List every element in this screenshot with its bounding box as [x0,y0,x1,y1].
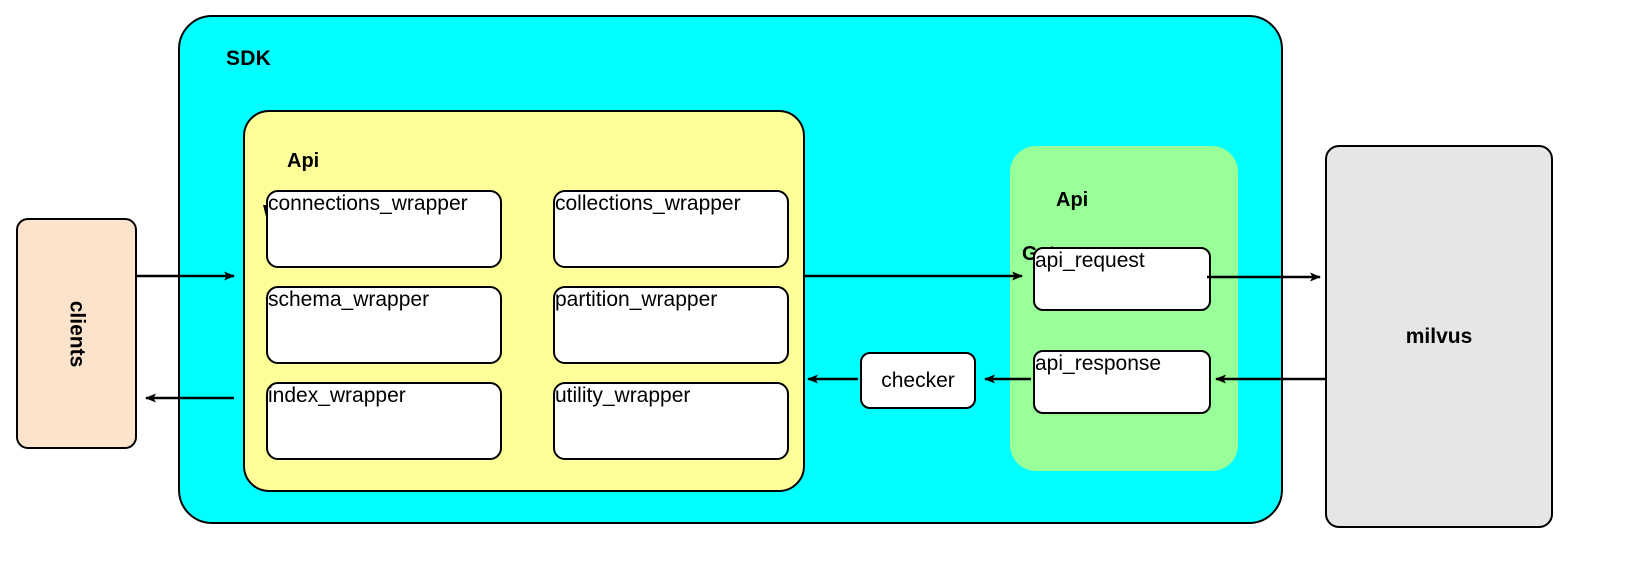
api-gateway-label-line1: Api [1056,189,1089,211]
module-card-collections-wrapper[interactable]: collections_wrapper [553,190,789,268]
api-wrapper-label-line1: Api [287,150,320,172]
module-card-schema-wrapper[interactable]: schema_wrapper [266,286,502,364]
module-card-partition-wrapper[interactable]: partition_wrapper [553,286,789,364]
checker-node[interactable]: checker [860,352,976,409]
sdk-label: SDK [226,47,271,70]
module-label: collections_wrapper [555,192,741,215]
milvus-node[interactable]: milvus [1325,145,1553,528]
api-request-label: api_request [1035,249,1145,272]
milvus-label: milvus [1405,324,1473,348]
module-label: connections_wrapper [268,192,468,215]
module-label: index_wrapper [268,384,406,407]
module-card-index-wrapper[interactable]: index_wrapper [266,382,502,460]
module-label: utility_wrapper [555,384,691,407]
checker-label: checker [881,368,955,392]
clients-node[interactable]: clients [16,218,137,449]
clients-label: clients [65,300,89,367]
api-response-node[interactable]: api_response [1033,350,1211,414]
module-card-utility-wrapper[interactable]: utility_wrapper [553,382,789,460]
api-response-label: api_response [1035,352,1162,375]
module-label: partition_wrapper [555,288,718,311]
module-label: schema_wrapper [268,288,430,311]
module-card-connections-wrapper[interactable]: connections_wrapper [266,190,502,268]
api-request-node[interactable]: api_request [1033,247,1211,311]
